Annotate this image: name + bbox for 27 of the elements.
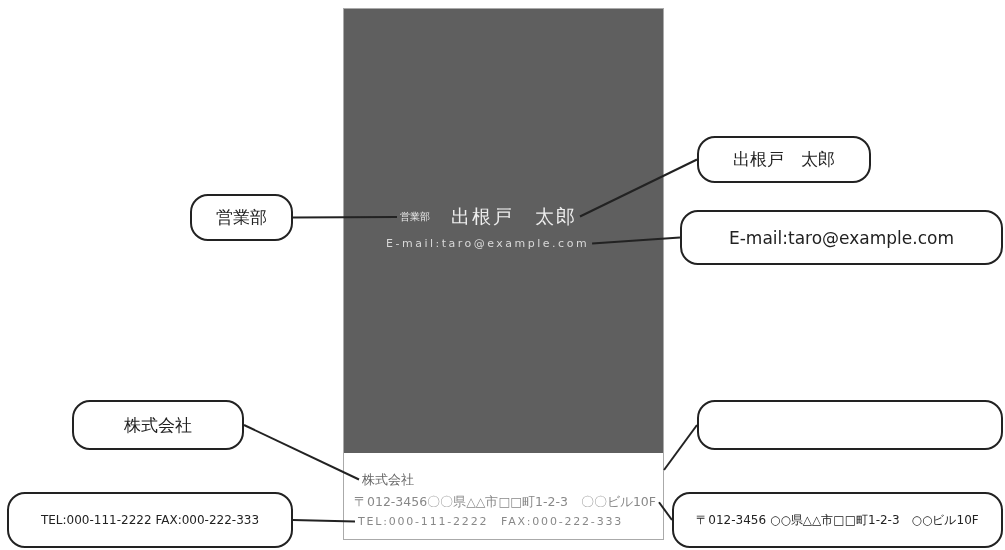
callout-bubble [190,194,293,241]
department-text: 営業部 [400,212,430,222]
phone-fax-text: TEL:000-111-2222 FAX:000-222-333 [358,516,624,527]
callout-text: 出根戸 太郎 [733,148,835,171]
callout-text: E-mail:taro@example.com [729,227,954,248]
leader-line [579,158,698,218]
business-card [343,8,664,540]
name-text: 出根戸 太郎 [451,207,577,226]
leader-line [292,216,398,219]
callout-bubble [7,492,293,548]
callout-bubble [697,400,1003,450]
leader-line [292,519,356,523]
callout-bubble [72,400,244,450]
callout-bubble [672,492,1003,548]
callout-bubble [697,136,871,183]
address-text: 〒012-3456〇〇県△△市□□町1-2-3 〇〇ビル10F [354,496,656,509]
callout-text: 営業部 [216,206,267,229]
email-text: E-mail:taro@example.com [386,238,590,249]
leader-line [243,424,360,481]
leader-line [663,424,698,471]
callout-bubble [680,210,1003,265]
callout-text: 株式会社 [124,413,192,437]
callout-text: TEL:000-111-2222 FAX:000-222-333 [40,513,260,527]
callout-text: 〒012-3456 ○○県△△市□□町1-2-3 ○○ビル10F [696,511,979,529]
leader-line [658,501,673,521]
company-text: 株式会社 [362,473,414,486]
leader-line [591,236,681,245]
